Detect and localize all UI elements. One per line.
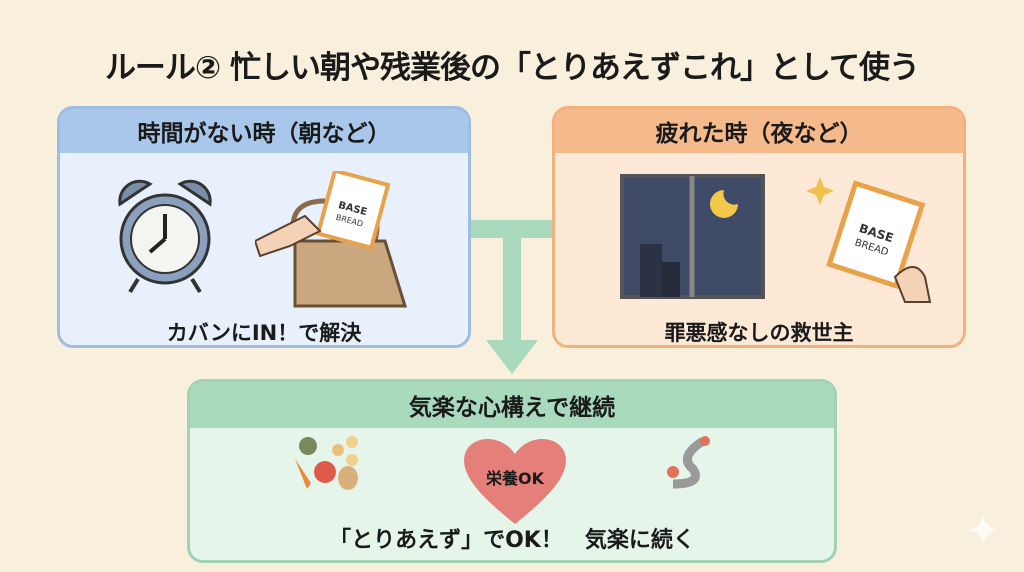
page-title: ルール② 忙しい朝や残業後の「とりあえずこれ」として使う — [104, 50, 920, 86]
panel-no-time: 時間がない時（朝など） BASE BREAD カバンにIN！で解決 — [57, 106, 471, 348]
panel-caption: 罪悪感なしの救世主 — [664, 321, 854, 345]
bag-with-basebread-icon: BASE BREAD — [255, 171, 408, 308]
panel-heading: 疲れた時（夜など） — [555, 109, 963, 153]
heart-label: 栄養OK — [485, 469, 545, 488]
panel-heading: 時間がない時（朝など） — [60, 109, 468, 153]
panel-heading: 気楽な心構えで継続 — [190, 382, 834, 428]
vegetables-icon — [295, 436, 358, 490]
panel-tired: 疲れた時（夜など） BASE BREAD 罪悪感なしの救世主 — [552, 106, 966, 348]
night-window-icon — [620, 174, 765, 299]
basebread-pack-icon: BASE BREAD — [806, 177, 932, 303]
panel-caption: カバンにIN！で解決 — [166, 321, 362, 345]
alarm-clock-icon — [118, 179, 212, 294]
panel-caption: 「とりあえず」でOK！ 気楽に続く — [329, 528, 695, 553]
sparkle-icon — [968, 515, 998, 545]
panel-continue: 気楽な心構えで継続 栄養OK 「とりあえず」でOK！ 気楽に続く — [187, 379, 837, 563]
heart-icon: 栄養OK — [464, 438, 566, 524]
winding-road-icon — [667, 436, 710, 489]
